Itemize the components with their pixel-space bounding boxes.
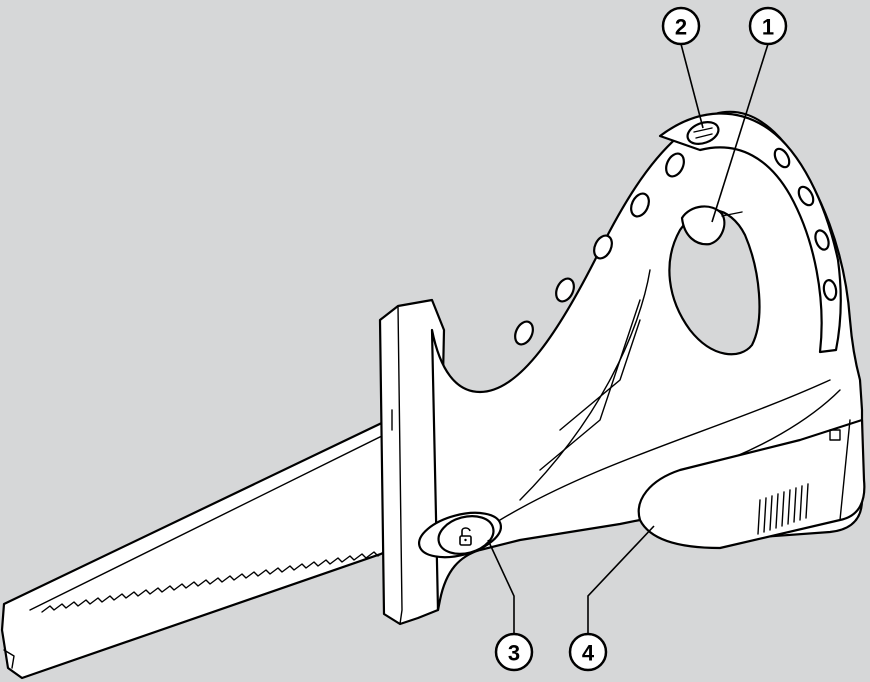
callout-label-2: 2	[675, 15, 687, 40]
battery-pack	[637, 418, 866, 550]
callout-1: 1	[748, 6, 788, 46]
callout-label-4: 4	[582, 641, 595, 666]
leader-line-3	[487, 539, 515, 634]
speed-dial	[686, 121, 720, 145]
leader-lines	[487, 43, 769, 634]
grip-dimples	[514, 147, 838, 346]
unlock-padlock-icon	[459, 527, 472, 546]
callout-3: 3	[494, 632, 534, 672]
callout-4: 4	[568, 632, 608, 672]
callout-label-1: 1	[762, 15, 774, 40]
saw-blade	[0, 418, 400, 680]
leader-line-2	[680, 43, 704, 129]
leader-line-4	[587, 525, 655, 634]
blade-release-lock	[418, 511, 502, 559]
battery-vents	[757, 483, 809, 535]
leader-line-1	[711, 43, 769, 223]
callout-label-3: 3	[508, 641, 520, 666]
callout-2: 2	[661, 6, 701, 46]
